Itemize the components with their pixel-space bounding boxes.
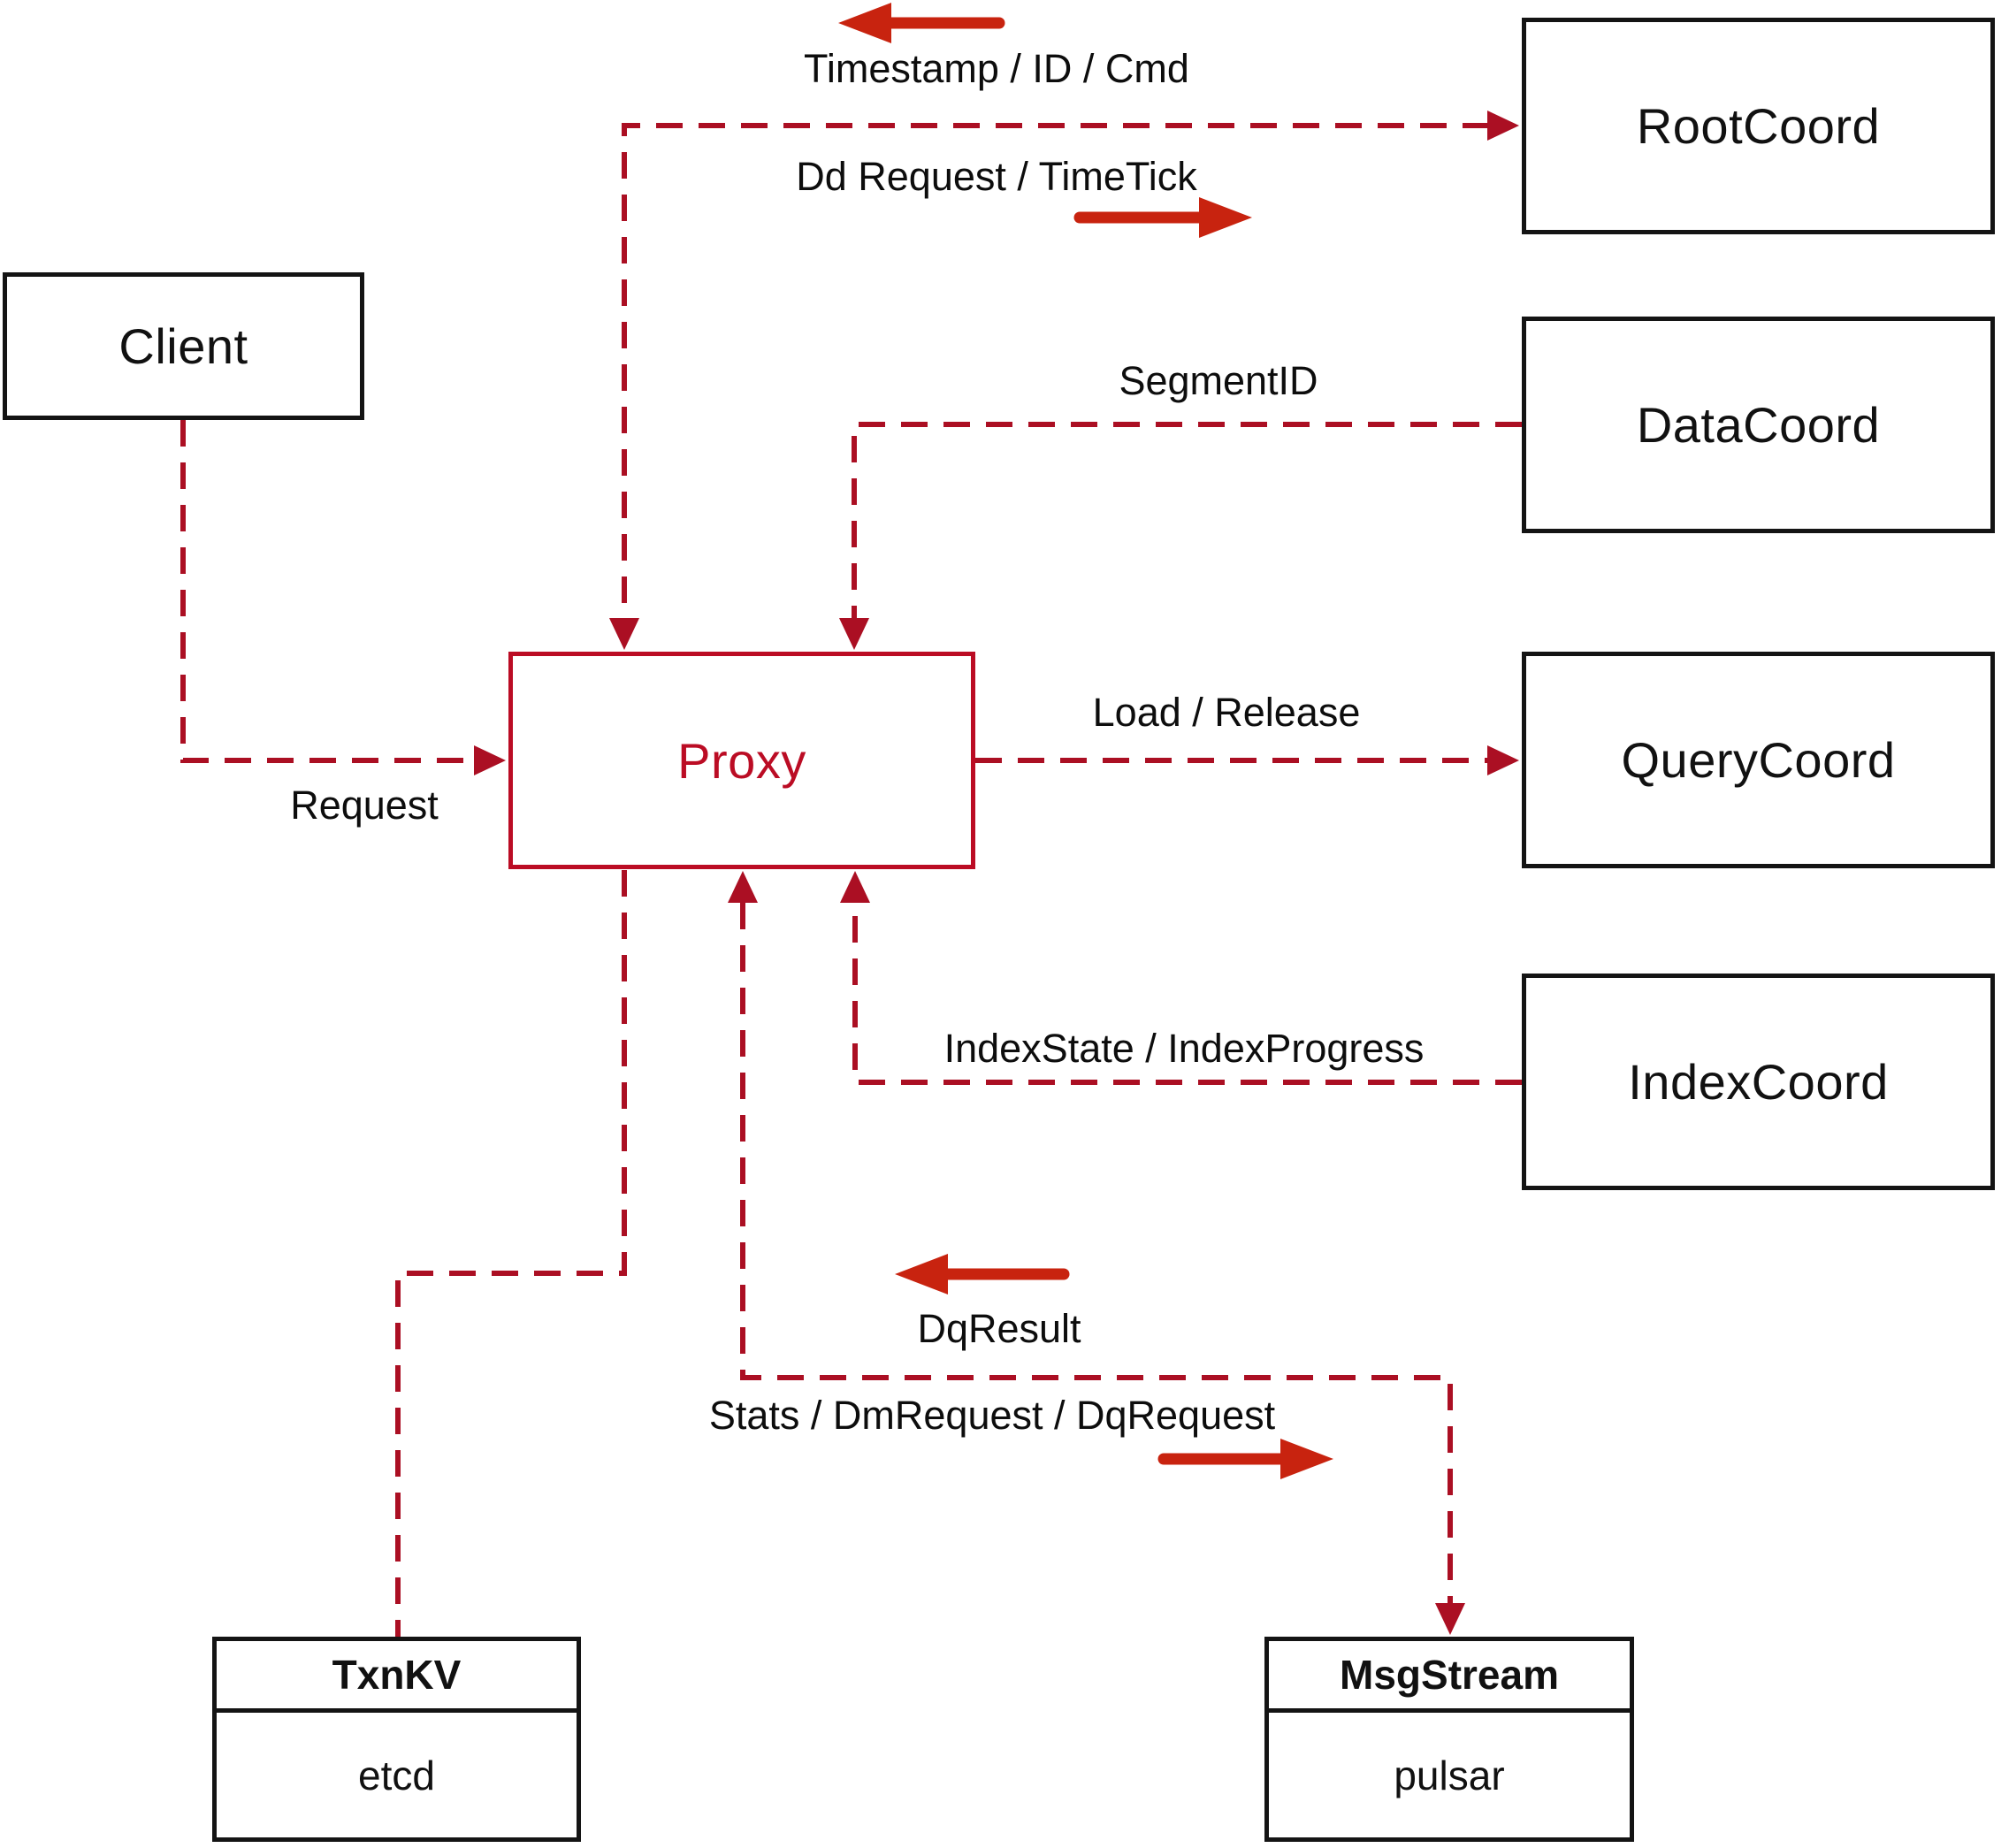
arrow-left-dqresult-icon bbox=[895, 1254, 1070, 1294]
arrowhead-into-rootcoord-icon bbox=[1487, 111, 1519, 141]
node-querycoord-label: QueryCoord bbox=[1621, 732, 1896, 788]
arrowhead-dataline-into-proxy-icon bbox=[839, 618, 869, 650]
edge-proxy-msgstream bbox=[740, 903, 1453, 1603]
node-client: Client bbox=[3, 272, 364, 420]
label-timestamp-id-cmd: Timestamp / ID / Cmd bbox=[804, 46, 1189, 91]
label-indexstate-indexprogress: IndexState / IndexProgress bbox=[943, 1026, 1425, 1071]
label-stats-dmrequest-dqrequest: Stats / DmRequest / DqRequest bbox=[708, 1393, 1276, 1438]
node-proxy: Proxy bbox=[508, 652, 975, 869]
edge-proxy-txnkv bbox=[395, 870, 627, 1637]
arrowhead-into-querycoord-icon bbox=[1487, 745, 1519, 775]
arrow-right-ddrequest-icon bbox=[1073, 197, 1252, 238]
node-indexcoord-label: IndexCoord bbox=[1628, 1054, 1889, 1110]
label-load-release: Load / Release bbox=[1092, 690, 1361, 735]
node-txnkv-title: TxnKV bbox=[217, 1641, 577, 1713]
edge-client-proxy bbox=[180, 420, 474, 763]
node-querycoord: QueryCoord bbox=[1522, 652, 1995, 868]
node-msgstream-subtitle: pulsar bbox=[1394, 1752, 1505, 1798]
edge-indexcoord-proxy bbox=[852, 903, 1522, 1085]
node-rootcoord: RootCoord bbox=[1522, 18, 1995, 234]
label-dqresult: DqResult bbox=[917, 1306, 1081, 1351]
node-datacoord-label: DataCoord bbox=[1636, 397, 1881, 453]
arrowhead-request-into-proxy-icon bbox=[474, 745, 506, 775]
arrowhead-msgline-into-proxy-icon bbox=[728, 871, 758, 903]
node-txnkv: TxnKV etcd bbox=[212, 1637, 581, 1842]
node-rootcoord-label: RootCoord bbox=[1636, 98, 1881, 154]
node-msgstream-title: MsgStream bbox=[1269, 1641, 1630, 1713]
label-segment-id: SegmentID bbox=[1119, 358, 1318, 403]
label-request: Request bbox=[290, 783, 439, 828]
node-client-label: Client bbox=[118, 318, 248, 374]
node-indexcoord: IndexCoord bbox=[1522, 974, 1995, 1190]
arrow-left-timestamp-icon bbox=[838, 3, 1005, 43]
arrowhead-into-msgstream-icon bbox=[1435, 1603, 1465, 1635]
node-txnkv-subtitle: etcd bbox=[358, 1752, 435, 1798]
arrowhead-indexline-into-proxy-icon bbox=[840, 871, 870, 903]
arrow-right-stats-icon bbox=[1157, 1439, 1333, 1479]
node-datacoord: DataCoord bbox=[1522, 317, 1995, 533]
label-dd-request-timetick: Dd Request / TimeTick bbox=[796, 154, 1197, 199]
edge-datacoord-proxy bbox=[852, 422, 1522, 618]
node-msgstream: MsgStream pulsar bbox=[1264, 1637, 1634, 1842]
node-proxy-label: Proxy bbox=[677, 732, 806, 789]
arrowhead-rootline-into-proxy-icon bbox=[609, 618, 639, 650]
edge-proxy-rootcoord bbox=[622, 123, 1489, 618]
